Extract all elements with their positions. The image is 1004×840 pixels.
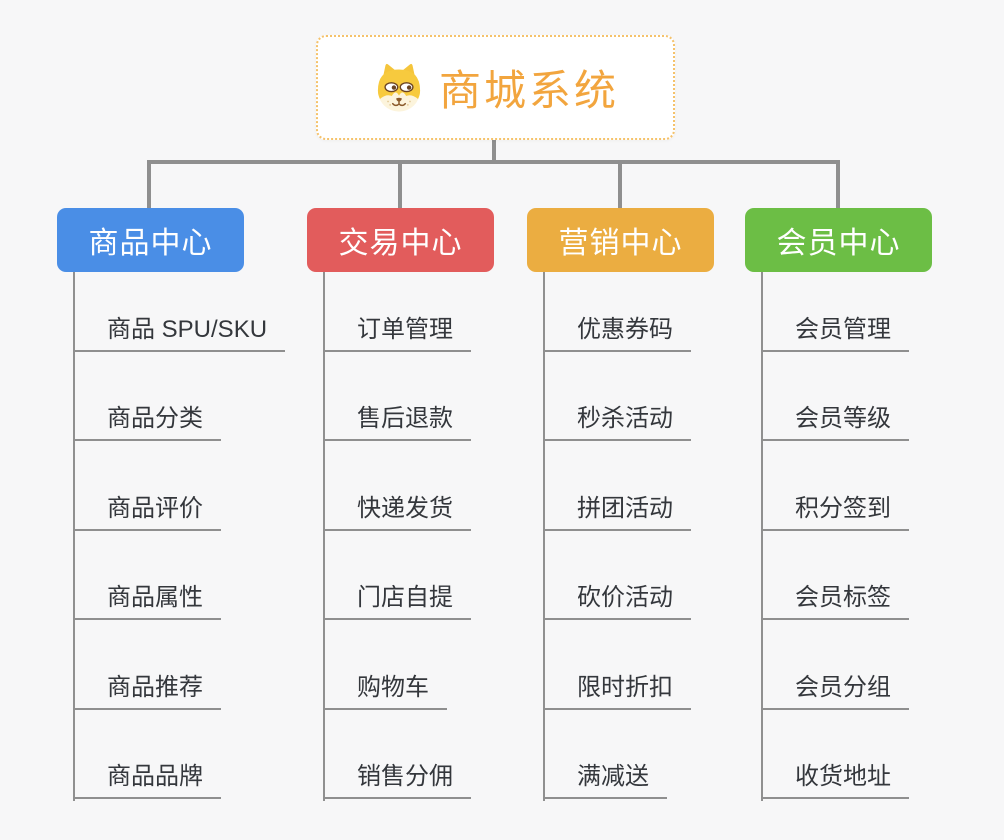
branch-spine-line (761, 272, 763, 801)
branch-node-member-center[interactable]: 会员中心 (745, 208, 932, 272)
leaf-node[interactable]: 拼团活动 (543, 493, 691, 531)
leaf-node[interactable]: 门店自提 (323, 582, 471, 620)
leaf-node[interactable]: 商品推荐 (73, 672, 221, 710)
leaf-node[interactable]: 商品 SPU/SKU (73, 314, 286, 352)
leaf-node[interactable]: 会员等级 (761, 403, 909, 441)
root-title: 商城系统 (438, 67, 619, 114)
leaf-node[interactable]: 会员标签 (761, 582, 909, 620)
leaf-node[interactable]: 秒杀活动 (543, 403, 691, 441)
leaf-node[interactable]: 购物车 (323, 672, 447, 710)
leaf-node[interactable]: 积分签到 (761, 493, 909, 531)
connector-drop (147, 160, 151, 208)
branch-node-trade-center[interactable]: 交易中心 (307, 208, 494, 272)
leaf-node[interactable]: 满减送 (543, 761, 667, 799)
leaf-node[interactable]: 限时折扣 (543, 672, 691, 710)
leaf-node[interactable]: 会员管理 (761, 314, 909, 352)
branch-spine-line (323, 272, 325, 801)
connector-drop (618, 160, 622, 208)
branch-member-center: 会员中心 会员管理 会员等级 积分签到 会员标签 会员分组 收货地址 (745, 208, 1004, 808)
connector-horizontal-bar (147, 160, 840, 164)
connector-drop (836, 160, 840, 208)
leaf-node[interactable]: 销售分佣 (323, 761, 471, 799)
branch-node-product-center[interactable]: 商品中心 (57, 208, 244, 272)
leaf-node[interactable]: 会员分组 (761, 672, 909, 710)
branch-spine-line (73, 272, 75, 801)
dog-face-icon (372, 61, 426, 115)
connector-root-stem (492, 138, 496, 164)
leaf-node[interactable]: 商品品牌 (73, 761, 221, 799)
root-node-mall-system[interactable]: 商城系统 (316, 35, 675, 140)
leaf-node[interactable]: 售后退款 (323, 403, 471, 441)
leaf-node[interactable]: 收货地址 (761, 761, 909, 799)
leaf-node[interactable]: 商品分类 (73, 403, 221, 441)
leaf-node[interactable]: 砍价活动 (543, 582, 691, 620)
leaf-node[interactable]: 订单管理 (323, 314, 471, 352)
branch-node-marketing-center[interactable]: 营销中心 (527, 208, 714, 272)
leaf-node[interactable]: 快递发货 (323, 493, 471, 531)
leaf-node[interactable]: 商品属性 (73, 582, 221, 620)
leaf-node[interactable]: 优惠券码 (543, 314, 691, 352)
branch-marketing-center: 营销中心 优惠券码 秒杀活动 拼团活动 砍价活动 限时折扣 满减送 (527, 208, 787, 808)
connector-drop (398, 160, 402, 208)
branch-product-center: 商品中心 商品 SPU/SKU 商品分类 商品评价 商品属性 商品推荐 商品品牌 (57, 208, 317, 808)
branch-trade-center: 交易中心 订单管理 售后退款 快递发货 门店自提 购物车 销售分佣 (307, 208, 567, 808)
leaf-node[interactable]: 商品评价 (73, 493, 221, 531)
branch-spine-line (543, 272, 545, 801)
